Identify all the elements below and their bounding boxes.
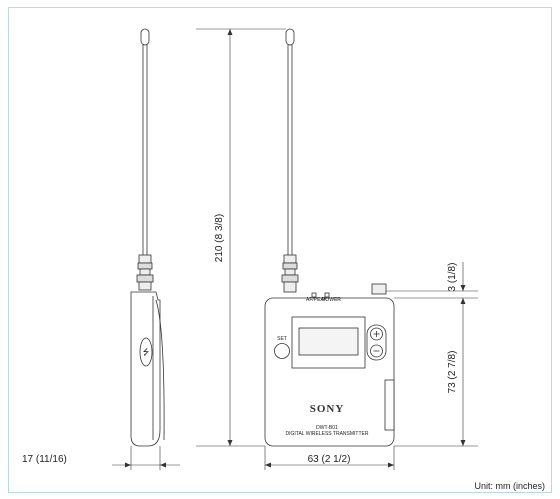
dimension-lines (112, 28, 478, 470)
af-peak-led (311, 292, 317, 298)
brand-logo: SONY (310, 403, 345, 415)
total-height-label: 210 (8 3/8) (214, 214, 225, 262)
side-width-label: 17 (11/16) (22, 454, 67, 465)
body-height-label: 73 (2 7/8) (447, 351, 458, 394)
usb-port-icon (139, 337, 153, 367)
front-antenna-tip (285, 28, 295, 46)
side-antenna-tip (140, 28, 150, 46)
lcd-screen (298, 327, 359, 356)
battery-latch (371, 283, 387, 295)
front-connector (283, 254, 297, 264)
top-height-label: 3 (1/8) (447, 263, 458, 292)
power-label: POWER (322, 297, 341, 303)
dimension-arrows (125, 29, 466, 468)
af-peak-label: AF/PEAK (306, 297, 328, 303)
set-button (274, 343, 290, 359)
product-name-label: DIGITAL WIRELESS TRANSMITTER (286, 431, 369, 437)
set-label: SET (277, 336, 287, 342)
usb-symbol: ⭍ (143, 348, 150, 357)
model-label: DWT-B01 (316, 425, 338, 431)
side-connector (138, 254, 152, 264)
unit-note: Unit: mm (inches) (474, 481, 545, 491)
side-view: ⭍ (130, 28, 165, 447)
front-view (264, 28, 395, 447)
side-body (130, 291, 161, 447)
front-width-label: 63 (2 1/2) (308, 454, 351, 465)
power-led (324, 292, 330, 298)
